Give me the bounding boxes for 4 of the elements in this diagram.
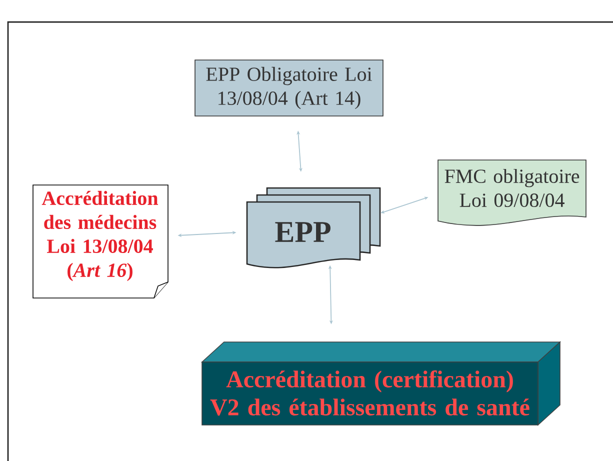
law-box: EPP Obligatoire Loi 13/08/04 (Art 14): [194, 60, 384, 116]
note-box: Accréditation des médecins Loi 13/08/04 (Art 16): [32, 184, 168, 298]
document-stack: EPP: [246, 187, 381, 268]
document-box: FMC obligatoire Loi 09/08/04: [438, 160, 586, 226]
